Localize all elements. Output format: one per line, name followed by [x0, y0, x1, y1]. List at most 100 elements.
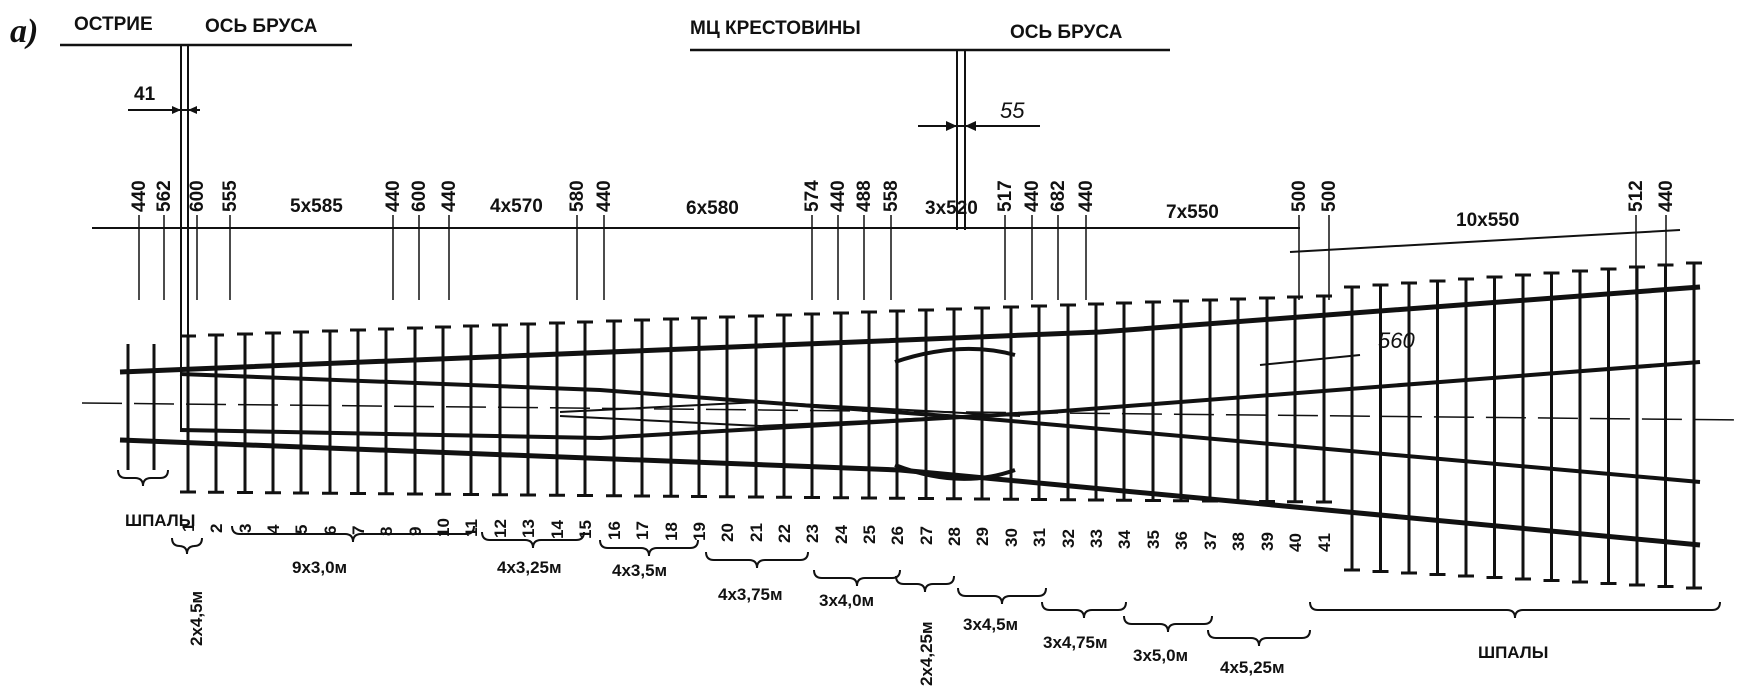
frog-wing-1: [559, 400, 1021, 417]
group-9x30: 9х3,0м: [292, 558, 347, 577]
spacing-label: 440: [129, 180, 150, 212]
spacing-label: 562: [154, 180, 175, 212]
rail-straight-top: [119, 284, 1701, 375]
span-6x580: 6х580: [686, 198, 739, 219]
spacing-label: 440: [828, 180, 849, 212]
header-os-brusa-right: ОСЬ БРУСА: [1010, 22, 1123, 43]
spacing-label: 500: [1289, 180, 1310, 212]
brace-3x475: [1041, 601, 1127, 619]
spacing-label: 574: [802, 180, 823, 212]
spacing-label: 500: [1319, 180, 1340, 212]
group-4x325: 4х3,25м: [497, 558, 562, 577]
rail-straight-bottom: [119, 437, 1701, 548]
branch-dimension-line: [1289, 229, 1681, 253]
brace-shpaly-right: [1309, 601, 1721, 619]
sleeper-number: 2: [207, 524, 226, 533]
brace-4x525: [1207, 629, 1311, 647]
brace-2x45: [171, 537, 203, 555]
sleeper-number: 40: [1286, 533, 1305, 552]
sleeper-number: 12: [491, 519, 510, 538]
brace-9x30: [231, 525, 475, 543]
brace-2x425: [895, 575, 955, 593]
sleeper-number: 33: [1087, 529, 1106, 548]
panel-label: а): [10, 13, 38, 50]
sleeper-number: 39: [1258, 532, 1277, 551]
label-shpaly-left: ШПАЛЫ: [125, 511, 195, 530]
span-10x550: 10х550: [1456, 210, 1519, 231]
sleeper-number: 11: [462, 519, 481, 537]
sleeper-number: 10: [434, 518, 453, 537]
sleeper-number: 38: [1229, 532, 1248, 551]
spacing-label: 580: [567, 180, 588, 212]
sleeper-number: 7: [349, 526, 368, 535]
sleeper-number: 14: [548, 520, 567, 539]
sleeper-number: 18: [662, 522, 681, 541]
sleeper-number: 13: [519, 519, 538, 538]
sleeper-number: 26: [888, 526, 907, 545]
sleeper-number: 21: [747, 523, 766, 542]
spacing-label: 600: [409, 180, 430, 212]
sleeper-number: 30: [1002, 528, 1021, 547]
group-3x50: 3х5,0м: [1133, 646, 1188, 665]
spacing-label: 440: [383, 180, 404, 212]
sleeper-number: 34: [1115, 530, 1134, 549]
group-4x525: 4х5,25м: [1220, 658, 1285, 677]
span-5x585: 5х585: [290, 196, 343, 217]
guard-rail-bottom: [894, 463, 1016, 481]
sleeper-number: 5: [292, 525, 311, 534]
sleeper-number: 36: [1172, 531, 1191, 550]
group-braces: [117, 469, 1721, 647]
sleeper-number: 17: [633, 521, 652, 540]
brace-3x40: [813, 569, 901, 587]
sleeper-number: 28: [945, 527, 964, 546]
brace-3x50: [1123, 615, 1213, 633]
header-ostrie: ОСТРИЕ: [74, 14, 153, 35]
sleeper-number: 4: [264, 524, 283, 534]
sleeper-number: 9: [406, 527, 425, 536]
sleeper-number: 25: [860, 525, 879, 544]
sleeper-number: 41: [1315, 533, 1334, 552]
sleeper-number: 31: [1030, 528, 1049, 547]
span-3x520: 3х520: [925, 198, 978, 219]
sleeper-number: 24: [832, 525, 851, 544]
sleeper-number: 27: [917, 526, 936, 545]
sleeper-number: 37: [1201, 531, 1220, 550]
header-os-brusa-left: ОСЬ БРУСА: [205, 16, 318, 37]
group-4x35: 4х3,5м: [612, 561, 667, 580]
sleeper-number: 8: [377, 527, 396, 536]
sleeper-number: 32: [1059, 529, 1078, 548]
sleeper-number: 35: [1144, 530, 1163, 549]
brace-4x35: [599, 539, 699, 557]
brace-3x45: [957, 587, 1047, 605]
header-mc-krestoviny: МЦ КРЕСТОВИНЫ: [690, 18, 861, 39]
spacing-label: 682: [1048, 180, 1069, 212]
spacing-label: 558: [881, 180, 902, 212]
dim-41-arrow: [172, 106, 181, 114]
dim-41-label: 41: [134, 84, 156, 105]
spacing-label: 512: [1626, 180, 1647, 212]
dim-55-arrow: [946, 121, 957, 131]
spacing-label: 440: [1656, 180, 1677, 212]
sleeper-number: 29: [973, 527, 992, 546]
sleeper-number: 3: [236, 524, 255, 533]
spacing-label: 440: [1076, 180, 1097, 212]
brace-shpaly-left: [117, 469, 169, 487]
group-2x45: 2х4,5м: [187, 591, 206, 646]
guard-rail-top: [894, 346, 1016, 364]
spacing-label: 555: [220, 180, 241, 212]
group-3x40: 3х4,0м: [819, 591, 874, 610]
dim-55-arrow-2: [965, 121, 976, 131]
sleeper-number: 1: [179, 523, 198, 532]
frog-wing-2: [559, 413, 1021, 428]
spacing-label: 440: [594, 180, 615, 212]
span-7x550: 7х550: [1166, 202, 1219, 223]
brace-4x375: [705, 551, 809, 569]
spacing-label: 440: [1022, 180, 1043, 212]
sleeper-number: 16: [605, 521, 624, 540]
sleeper-number: 22: [775, 524, 794, 543]
sleeper-number: 20: [718, 523, 737, 542]
sleeper-number: 6: [321, 526, 340, 535]
